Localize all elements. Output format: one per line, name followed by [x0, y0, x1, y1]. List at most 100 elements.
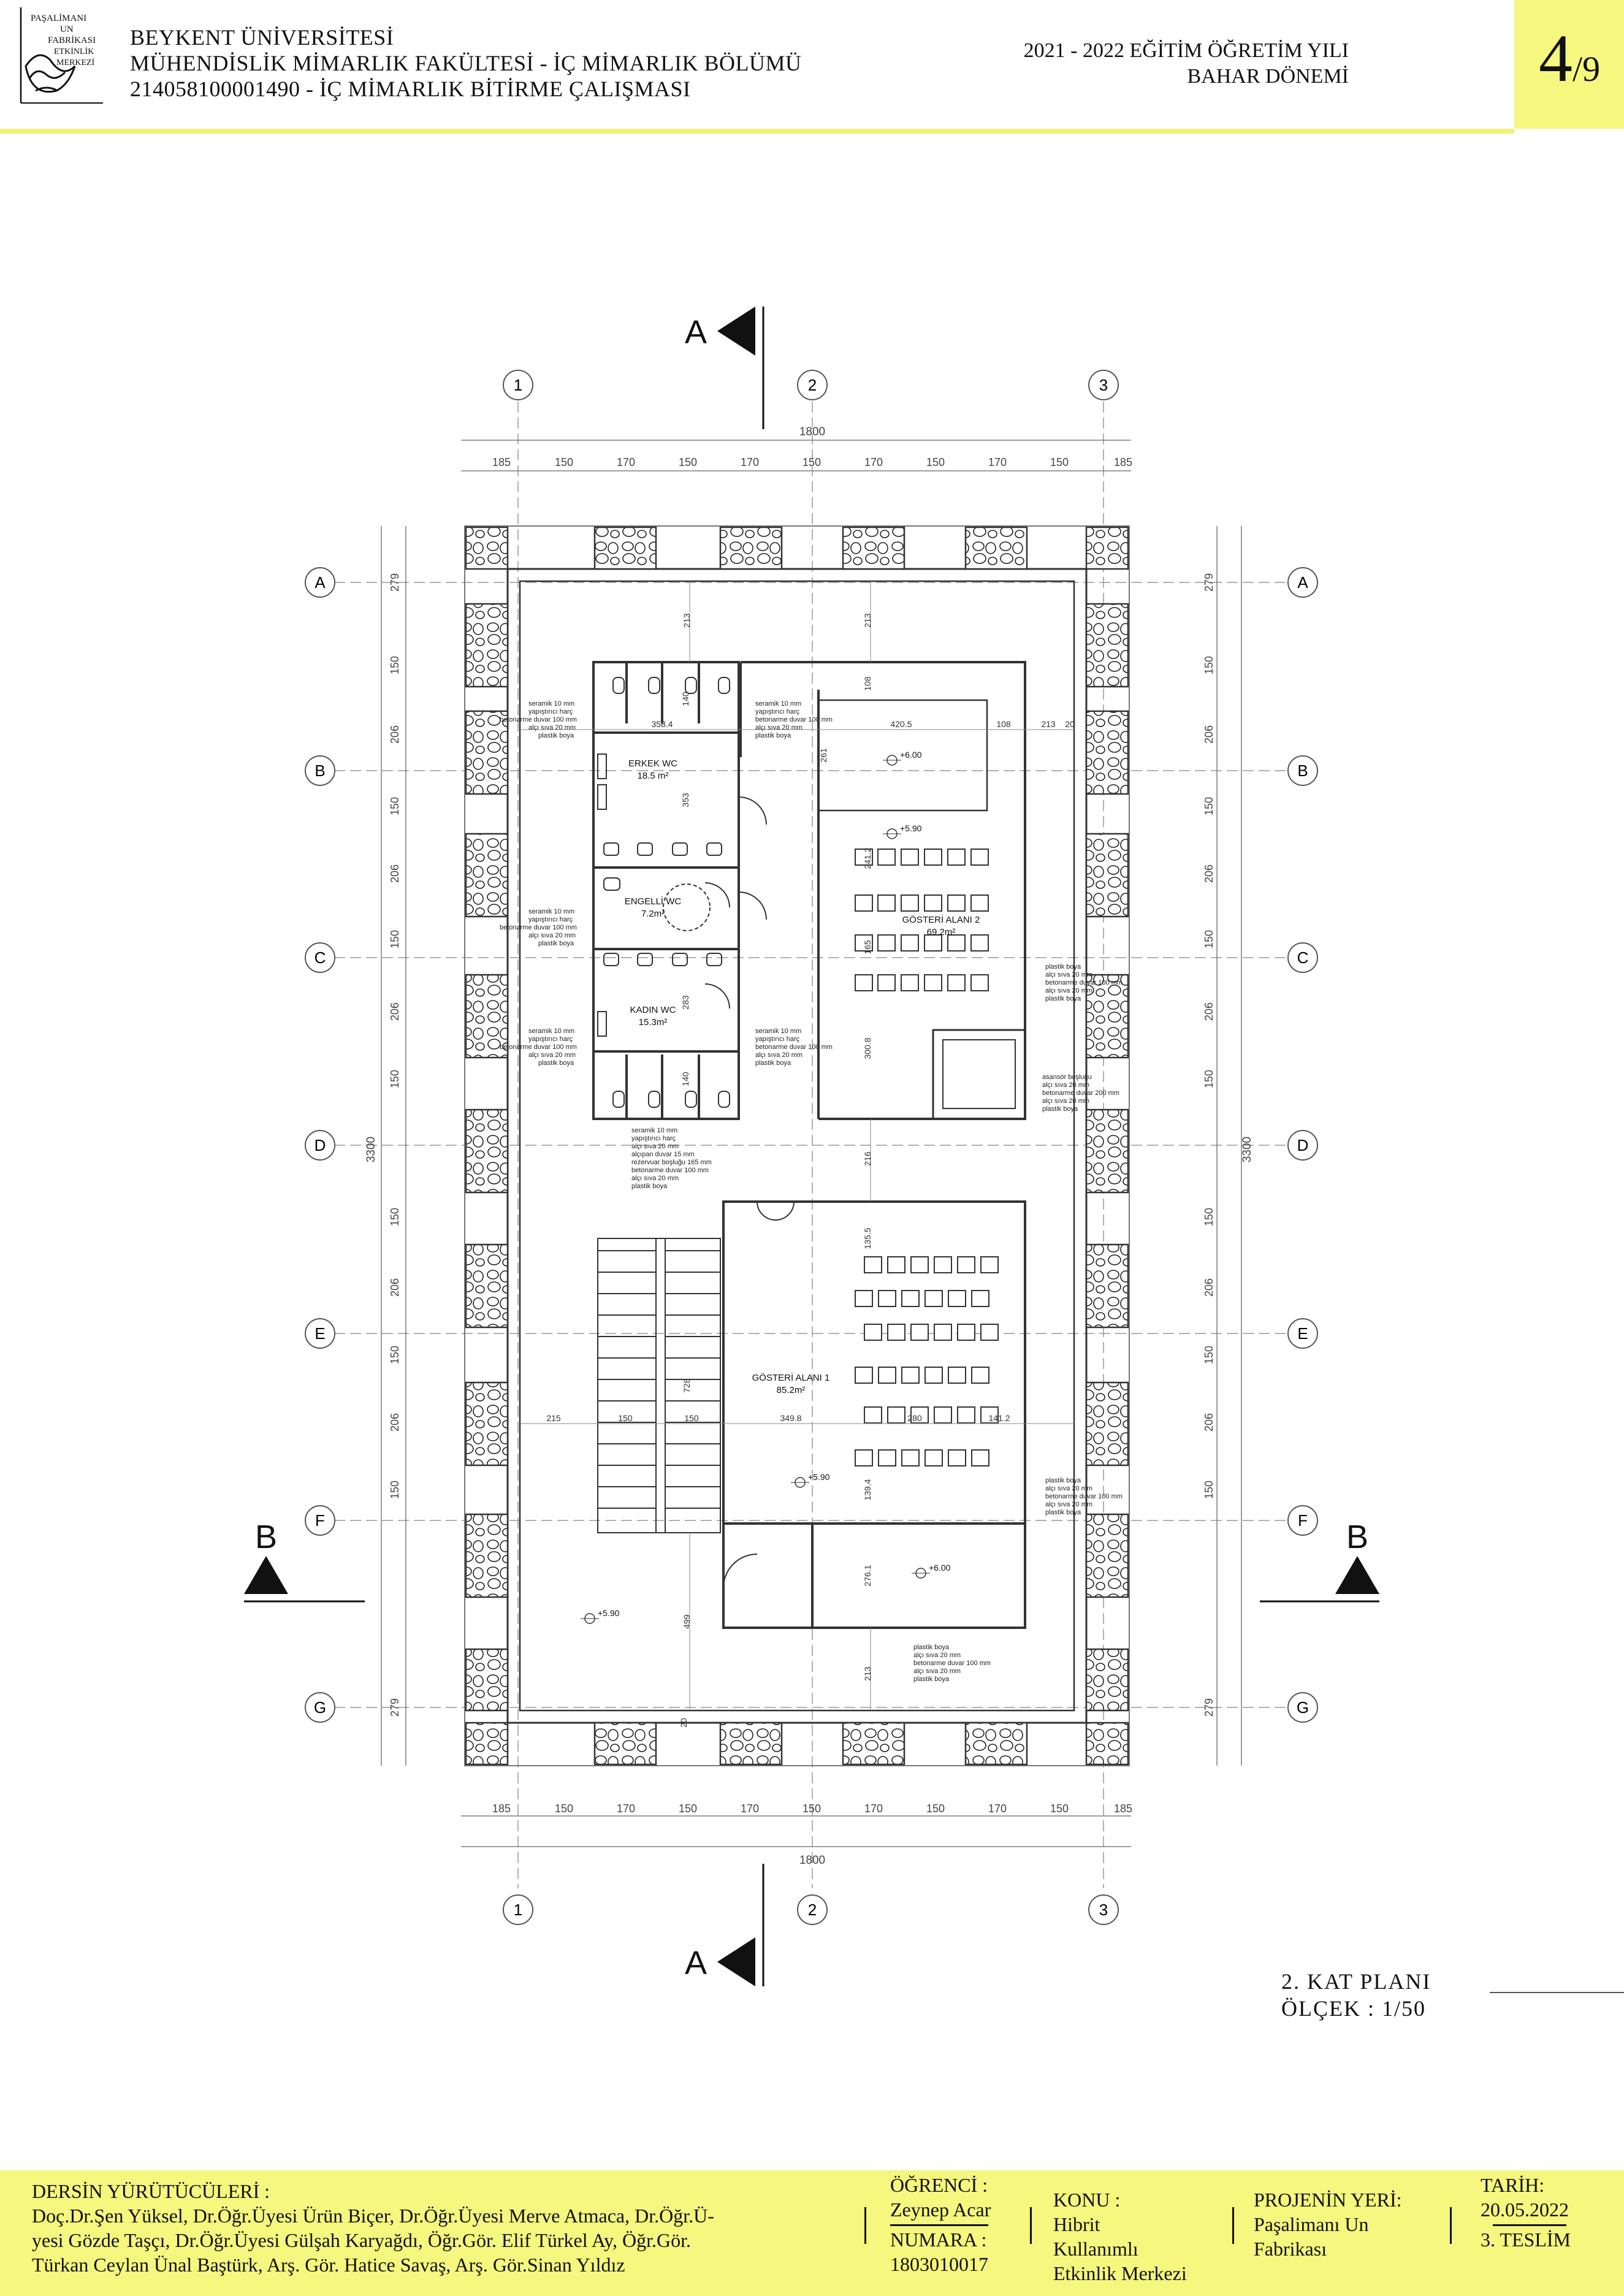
title-block-footer: DERSİN YÜRÜTÜCÜLERİ : Doç.Dr.Şen Yüksel,…: [0, 2170, 1624, 2296]
dim-label: 135.5: [863, 1227, 872, 1249]
dim-label: 150: [1203, 1346, 1215, 1364]
logo-text-line: ETKİNLİK: [54, 47, 94, 56]
note-line: alçı sıva 20 mm: [913, 1668, 961, 1675]
note-line: seramik 10 mm: [755, 1028, 801, 1035]
note-line: betonarme duvar 100 mm: [755, 1043, 833, 1051]
note-line: plastik boya: [1045, 995, 1081, 1002]
note-line: alçı sıva 20 mm: [631, 1143, 679, 1150]
note-line: seramik 10 mm: [528, 700, 574, 707]
dim-label: 206: [1203, 1413, 1215, 1432]
room-name-gosteri-2: GÖSTERİ ALANI 2: [902, 914, 980, 925]
dim-label: 206: [389, 1002, 401, 1021]
dim-label: 150: [802, 456, 821, 468]
grid-label: C: [315, 948, 326, 967]
drawing-title: 2. KAT PLANI ÖLÇEK : 1/50: [1281, 1968, 1431, 2022]
overall-width-dim: 1800: [799, 425, 825, 438]
dim-label: 279: [389, 573, 401, 592]
note-line: betonarme duvar 100 mm: [1045, 1493, 1123, 1500]
logo-text-line: FABRİKASI: [48, 36, 96, 45]
stone-piers: [465, 526, 1129, 1766]
dim-label: 150: [679, 456, 697, 468]
note-line: asansör boşluğu: [1042, 1074, 1092, 1081]
dim-label: 213: [1041, 719, 1056, 729]
section-label: A: [685, 314, 707, 351]
date-value: 20.05.2022: [1481, 2199, 1569, 2221]
dim-label: 170: [864, 1802, 883, 1815]
grid-bubble-bottom-2: 2: [797, 1894, 828, 1925]
note-line: plastik boya: [631, 1183, 668, 1190]
dim-label: 108: [996, 719, 1011, 729]
dim-label: 150: [926, 456, 945, 468]
note-line: seramik 10 mm: [755, 700, 801, 707]
dim-label: 170: [741, 1802, 759, 1815]
dim-label: 165: [863, 940, 872, 955]
note-line: rezervuar boşluğu 165 mm: [631, 1159, 712, 1166]
logo-text-line: PAŞALİMANI: [31, 13, 86, 23]
exhibit-area-1-walls: [722, 1200, 1026, 1629]
grid-label: 2: [808, 376, 817, 394]
instructors-line: Doç.Dr.Şen Yüksel, Dr.Öğr.Üyesi Ürün Biç…: [32, 2205, 714, 2227]
note-line: plastik boya: [538, 732, 574, 739]
dim-label: 150: [389, 930, 401, 948]
level-label: +5.90: [900, 823, 922, 833]
width-chain-bottom: 185 150 170 150 170 150 170 150 170 150 …: [492, 1802, 1132, 1815]
room-name-erkek-wc: ERKEK WC: [628, 758, 677, 769]
grid-label: A: [1297, 573, 1308, 592]
note-line: alçı sıva 20 mm: [755, 1051, 802, 1059]
dim-label: 206: [1203, 1002, 1215, 1021]
dim-label: 170: [741, 456, 759, 468]
dim-label: 206: [389, 725, 401, 744]
note-line: plastik boya: [1045, 1509, 1081, 1516]
note-line: betonarme duvar 100 mm: [500, 716, 577, 723]
dim-label: 150: [555, 456, 573, 468]
note-line: seramik 10 mm: [528, 1028, 574, 1035]
note-line: seramik 10 mm: [631, 1127, 677, 1134]
dim-label: 150: [389, 797, 401, 815]
dim-label: 140: [680, 1072, 690, 1086]
exhibit-area-2-seats: [855, 849, 989, 991]
student-name: Zeynep Acar: [890, 2199, 991, 2221]
dim-label: 279: [389, 1698, 401, 1717]
dim-label: 140: [680, 692, 690, 706]
note-line: alçı sıva 20 mm: [1045, 1501, 1092, 1508]
subject-line: Hibrit Kullanımlı: [1053, 2213, 1138, 2260]
note-line: betonarme duvar 100 mm: [1045, 979, 1123, 986]
student-divider: [890, 2224, 988, 2226]
level-label: +5.90: [808, 1472, 830, 1482]
dim-label: 150: [679, 1802, 697, 1815]
wall-note-gosteri-1-right: plastik boya alçı sıva 20 mm betonarme d…: [1045, 1477, 1123, 1516]
dim-label: 349.8: [780, 1413, 801, 1423]
grid-label: D: [315, 1136, 326, 1154]
note-line: alçı sıva 20 mm: [913, 1652, 961, 1659]
note-line: betonarme duvar 100 mm: [755, 716, 833, 723]
dim-label: 150: [1203, 1208, 1215, 1226]
dim-label: 213: [682, 613, 692, 628]
wall-note-gosteri-1-bottom: plastik boya alçı sıva 20 mm betonarme d…: [913, 1644, 991, 1683]
dim-label: 150: [926, 1802, 945, 1815]
course-code: 214058100001490 - İÇ MİMARLIK BİTİRME ÇA…: [130, 77, 691, 101]
section-marker-b-right: B: [1260, 1519, 1379, 1603]
exhibit-area-1-seats: [855, 1256, 999, 1466]
dim-label: 150: [389, 656, 401, 674]
section-marker-b-left: B: [244, 1519, 365, 1603]
section-marker-a-bottom: A: [685, 1864, 764, 1986]
footer-separator: [1232, 2207, 1234, 2244]
instructors-label: DERSİN YÜRÜTÜCÜLERİ :: [32, 2180, 270, 2202]
note-line: alçı sıva 20 mm: [1045, 987, 1092, 994]
room-area-gosteri-1: 85.2m²: [777, 1385, 806, 1395]
overall-height-dim: 3300: [365, 1137, 378, 1162]
date-label: TARİH:: [1481, 2174, 1545, 2196]
grid-label: 3: [1099, 376, 1108, 394]
exhibit-area-1-doors: [723, 1201, 795, 1589]
note-line: alçı sıva 20 mm: [1042, 1097, 1089, 1105]
wall-note-wc-top-right: seramik 10 mm yapıştırıcı harç betonarme…: [755, 700, 833, 739]
title-block-header: PAŞALİMANI UN FABRİKASI ETKİNLİK MERKEZİ…: [0, 0, 1514, 134]
academic-term: 2021 - 2022 EĞİTİM ÖĞRETİM YILI BAHAR DÖ…: [1024, 38, 1349, 90]
note-line: betonarme duvar 200 mm: [1042, 1089, 1119, 1097]
level-markers: +6.00 +5.90 +5.90 +6.00 +5.90: [581, 750, 951, 1624]
dim-label: 261: [818, 748, 828, 763]
dim-label: 499: [682, 1614, 692, 1629]
project-location-block: PROJENİN YERİ: Paşalimanı Un Fabrikası: [1254, 2187, 1413, 2261]
footer-separator: [864, 2207, 866, 2244]
